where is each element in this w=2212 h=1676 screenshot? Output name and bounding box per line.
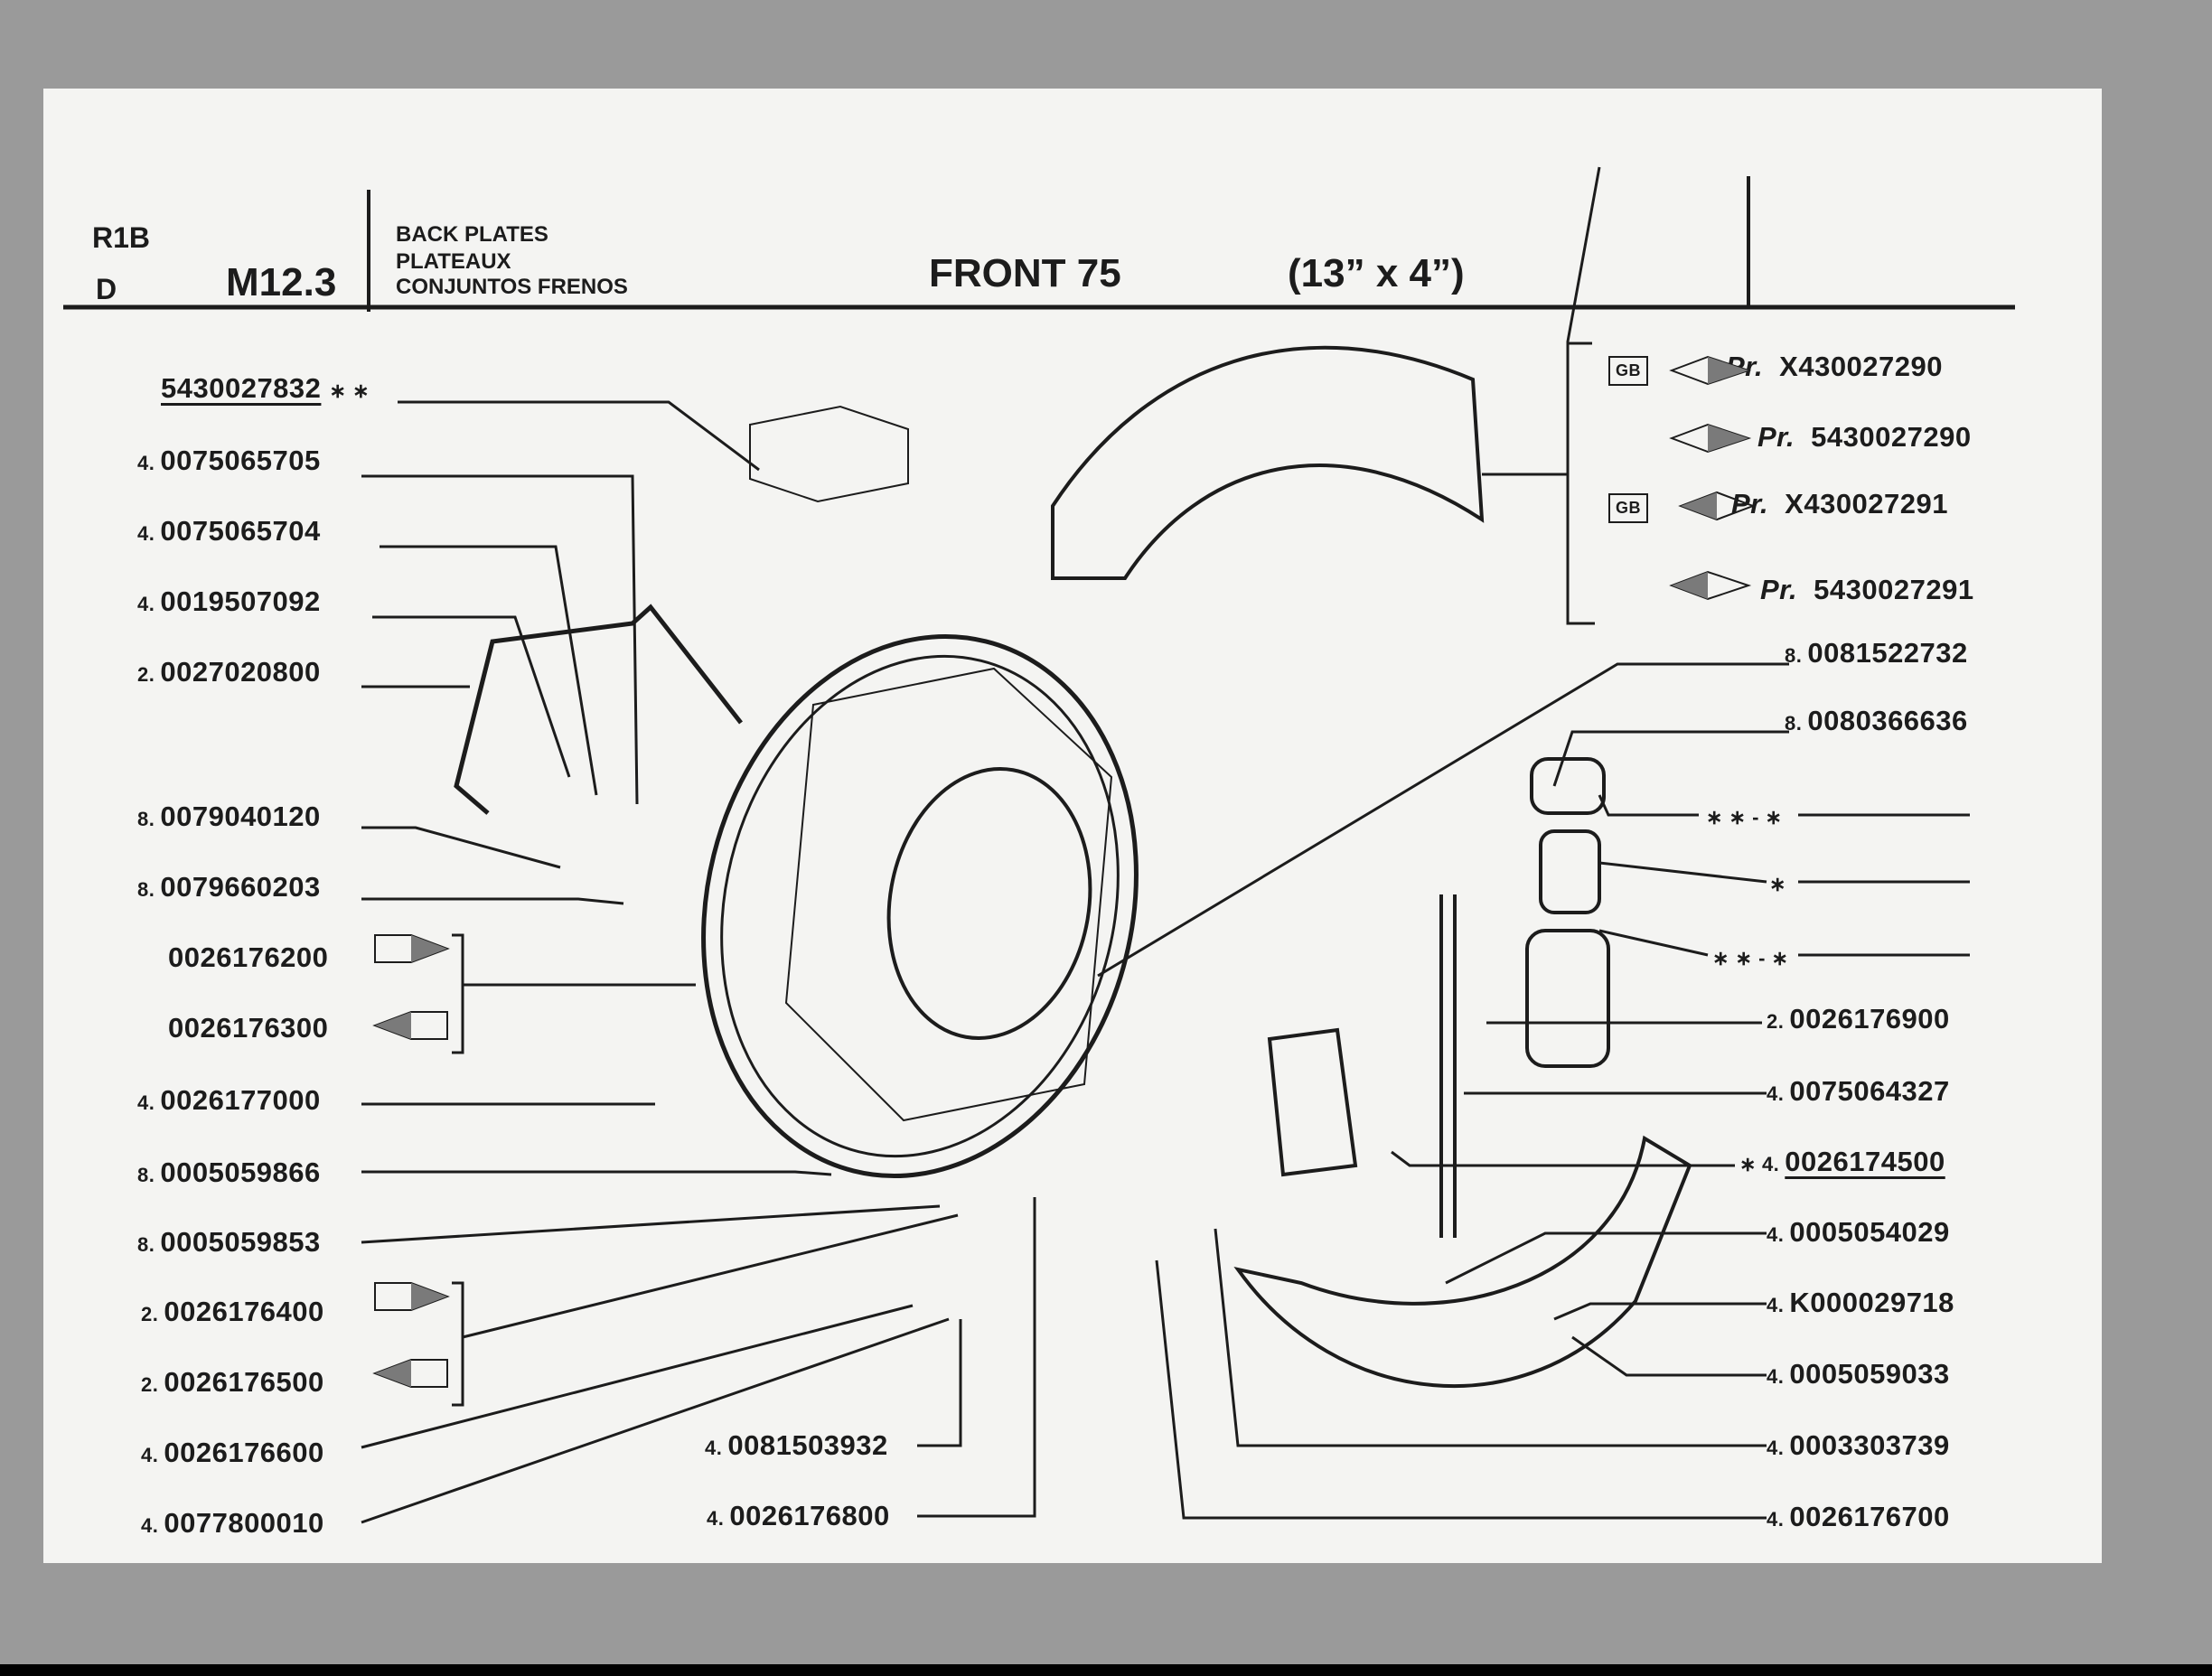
part-right-8: 4.0005054029 [1767, 1216, 1950, 1248]
title-en: BACK PLATES [396, 222, 548, 247]
part-left-15: 4.0077800010 [141, 1507, 324, 1539]
part-left-4: 2.0027020800 [137, 656, 321, 688]
part-left-1: 4.0075065705 [137, 445, 321, 476]
left-arrow-icon [1678, 491, 1756, 521]
part-right-10: 4.0005059033 [1767, 1358, 1950, 1390]
size-title: (13” x 4”) [1288, 251, 1465, 295]
front-title: FRONT 75 [929, 251, 1121, 295]
part-left-10: 8.0005059866 [137, 1156, 321, 1188]
header-code-top: R1B [92, 221, 151, 254]
shoe-pair-1: Pr.5430027290 [1757, 421, 1972, 453]
part-left-8: 0026176300 [168, 1012, 329, 1044]
gb-badge: GB [1608, 356, 1648, 386]
part-left-2: 4.0075065704 [137, 515, 321, 547]
part-left-13: 2.0026176500 [141, 1366, 324, 1398]
part-right-6: 4.0075064327 [1767, 1075, 1950, 1107]
part-left-14: 4.0026176600 [141, 1437, 324, 1468]
gb-badge: GB [1608, 493, 1648, 523]
catalog-page [43, 89, 2102, 1563]
part-right-4: ∗ ∗ - ∗ [1712, 947, 1789, 969]
bottom-bar [0, 1664, 2212, 1676]
title-fr: PLATEAUX [396, 249, 511, 274]
part-right-3: ∗ [1769, 873, 1786, 895]
left-arrow-icon [1669, 570, 1752, 601]
part-left-7: 0026176200 [168, 941, 329, 973]
part-left-6: 8.0079660203 [137, 871, 321, 903]
part-left-0: 5430027832 ∗ ∗ [161, 372, 370, 404]
part-left-11: 8.0005059853 [137, 1226, 321, 1258]
part-left-12: 2.0026176400 [141, 1296, 324, 1327]
part-bottom-1: 4.0026176800 [707, 1500, 890, 1531]
part-left-3: 4.0019507092 [137, 585, 321, 617]
part-right-12: 4.0026176700 [1767, 1501, 1950, 1532]
part-right-2: ∗ ∗ - ∗ [1706, 806, 1783, 829]
header-code-bottom: D [96, 273, 117, 305]
part-right-5: 2.0026176900 [1767, 1003, 1950, 1035]
part-right-1: 8.0080366636 [1785, 705, 1968, 736]
part-right-11: 4.0003303739 [1767, 1429, 1950, 1461]
part-bottom-0: 4.0081503932 [705, 1429, 888, 1461]
title-es: CONJUNTOS FRENOS [396, 275, 628, 299]
part-right-0: 8.0081522732 [1785, 637, 1968, 669]
part-right-9: 4.K000029718 [1767, 1287, 1954, 1318]
part-left-5: 8.0079040120 [137, 801, 321, 832]
section-number: M12.3 [226, 260, 337, 304]
part-left-9: 4.0026177000 [137, 1084, 321, 1116]
shoe-pair-3: Pr.5430027291 [1760, 574, 1974, 605]
part-right-7: ∗4.0026174500 [1739, 1146, 1945, 1177]
